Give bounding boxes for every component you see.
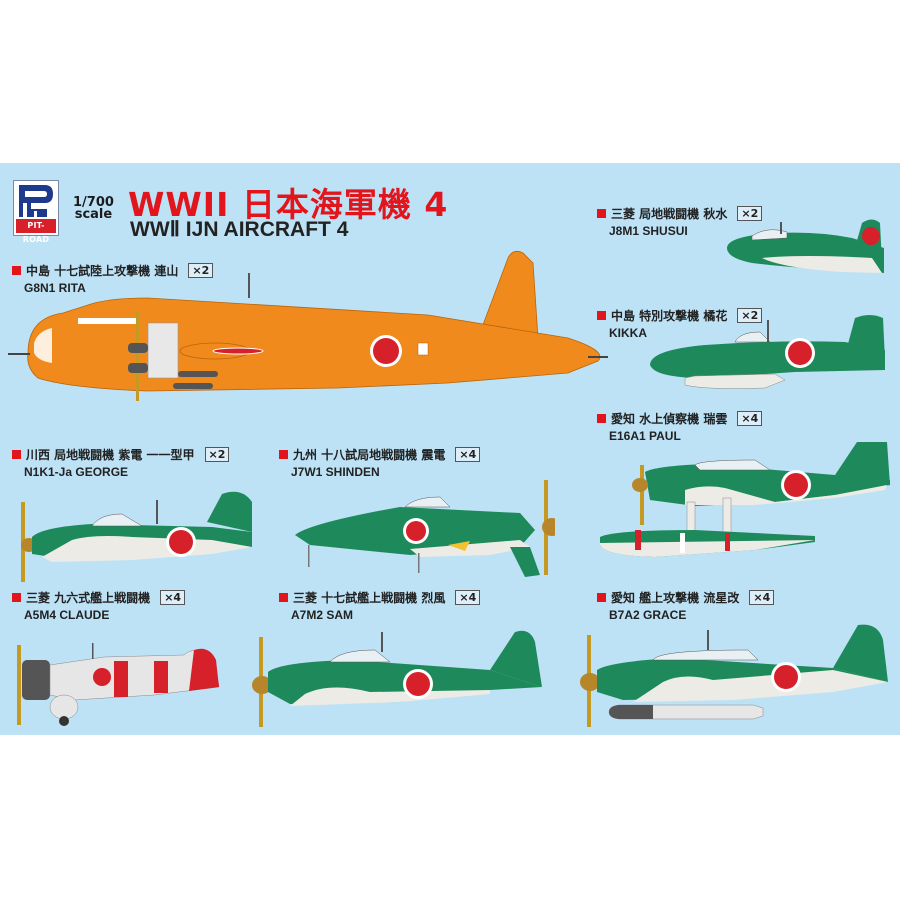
logo-band: PIT-ROAD [16,219,56,244]
quantity-badge: ×2 [737,206,763,221]
name-jp: 愛知 水上偵察機 瑞雲 [611,412,728,426]
name-jp: 三菱 局地戦闘機 秋水 [611,207,728,221]
quantity-badge: ×2 [204,447,230,462]
name-en: E16A1 PAUL [609,429,681,443]
quantity-badge: ×4 [160,590,186,605]
quantity-badge: ×4 [455,590,481,605]
bullet-icon [12,450,21,459]
aircraft-label-rita: 中島 十七試陸上攻撃機 連山 ×2 G8N1 RITA [12,262,214,295]
name-jp: 中島 特別攻撃機 橘花 [611,309,728,323]
aircraft-label-george: 川西 局地戦闘機 紫電 一一型甲 ×2 N1K1-Ja GEORGE [12,446,230,479]
name-jp: 川西 局地戦闘機 紫電 一一型甲 [26,448,195,462]
bullet-icon [279,593,288,602]
name-en: A5M4 CLAUDE [24,608,110,622]
aircraft-label-shinden: 九州 十八試局地戦闘機 震電 ×4 J7W1 SHINDEN [279,446,481,479]
name-jp: 三菱 九六式艦上戦闘機 [26,591,151,605]
bullet-icon [597,414,606,423]
name-en: G8N1 RITA [24,281,86,295]
b7a2-grace-illustration [580,624,888,727]
quantity-badge: ×4 [737,411,763,426]
aircraft-label-grace: 愛知 艦上攻撃機 流星改 ×4 B7A2 GRACE [597,589,775,622]
aircraft-label-sam: 三菱 十七試艦上戦闘機 烈風 ×4 A7M2 SAM [279,589,481,622]
name-en: J8M1 SHUSUI [609,224,688,238]
aircraft-label-shusui: 三菱 局地戦闘機 秋水 ×2 J8M1 SHUSUI [597,205,763,238]
name-jp: 三菱 十七試艦上戦闘機 烈風 [293,591,446,605]
g8n1-rita-illustration [8,250,608,401]
bullet-icon [597,209,606,218]
name-en: A7M2 SAM [291,608,354,622]
name-jp: 愛知 艦上攻撃機 流星改 [611,591,740,605]
bullet-icon [597,311,606,320]
scale-ratio: 1/700 [73,195,114,210]
a5m4-claude-illustration [17,643,220,726]
quantity-badge: ×4 [749,590,775,605]
aircraft-label-paul: 愛知 水上偵察機 瑞雲 ×4 E16A1 PAUL [597,410,763,443]
title-japanese: WWII 日本海軍機 4 [128,185,449,224]
bullet-icon [12,593,21,602]
quantity-badge: ×2 [737,308,763,323]
name-en: J7W1 SHINDEN [291,465,380,479]
bullet-icon [12,266,21,275]
bullet-icon [279,450,288,459]
e16a1-paul-illustration [600,442,890,557]
name-jp: 中島 十七試陸上攻撃機 連山 [26,264,179,278]
aircraft-label-kikka: 中島 特別攻撃機 橘花 ×2 KIKKA [597,307,763,340]
aircraft-label-claude: 三菱 九六式艦上戦闘機 ×4 A5M4 CLAUDE [12,589,186,622]
n1k1-george-illustration [21,491,252,582]
j8m1-shusui-illustration [727,219,884,273]
name-en: B7A2 GRACE [609,608,687,622]
j7w1-shinden-illustration [295,480,555,577]
name-en: KIKKA [609,326,647,340]
scale-word: scale [74,207,113,222]
title-english: WWⅡ IJN AIRCRAFT 4 [130,218,349,241]
pit-road-logo: PIT-ROAD [13,180,59,244]
a7m2-sam-illustration [252,630,542,727]
kikka-illustration [650,315,885,389]
quantity-badge: ×2 [188,263,214,278]
pit-logo-icon [19,185,53,217]
name-en: N1K1-Ja GEORGE [24,465,129,479]
name-jp: 九州 十八試局地戦闘機 震電 [293,448,446,462]
quantity-badge: ×4 [455,447,481,462]
bullet-icon [597,593,606,602]
scale-label: 1/700 scale [73,195,114,222]
